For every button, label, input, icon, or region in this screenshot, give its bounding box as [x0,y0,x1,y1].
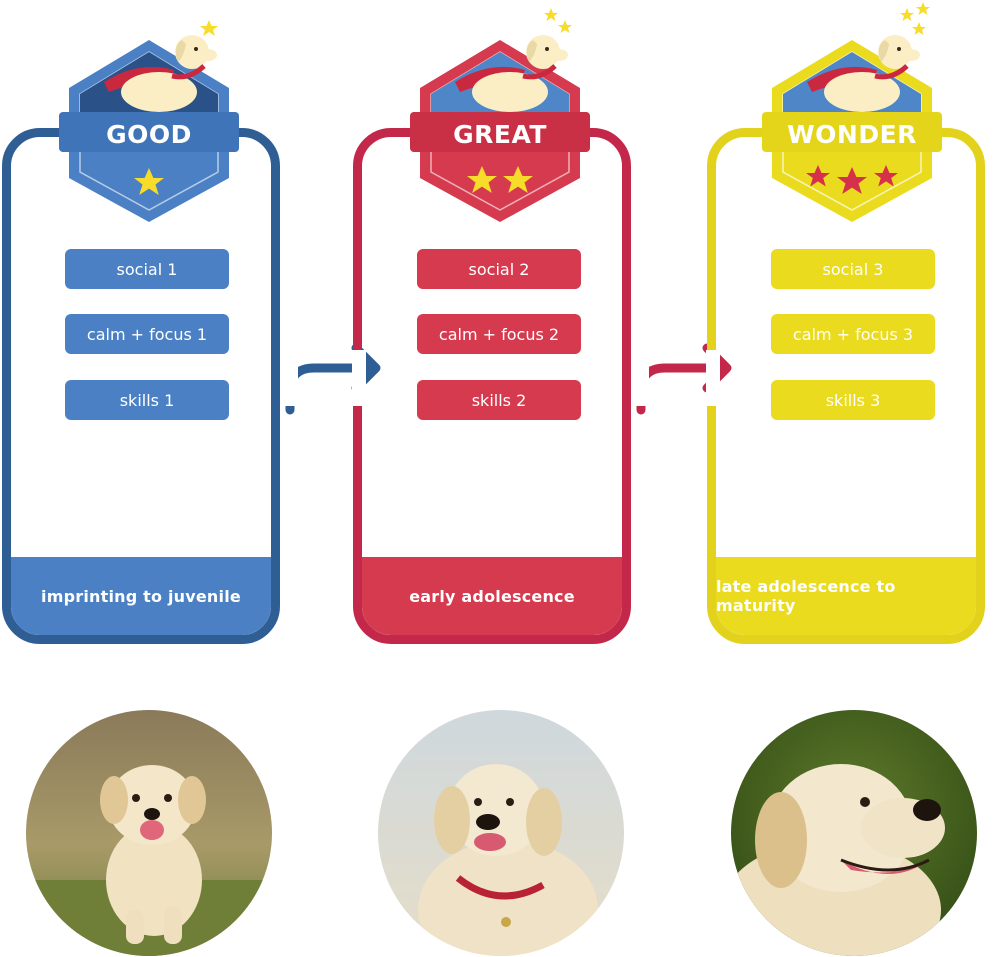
badge-title: WONDER [787,120,917,149]
border-gap [706,350,720,406]
adult-dog-photo [731,710,977,956]
skill-pill: social 2 [417,249,581,289]
badge-title: GOOD [106,120,192,149]
badge-great: GREAT [405,0,595,230]
star-icon [544,8,572,33]
skill-pill: skills 1 [65,380,229,420]
skill-pill: calm + focus 3 [771,314,935,354]
flying-dog-with-cape-icon [455,35,568,112]
badge-title: GREAT [453,120,547,149]
star-icon [467,166,533,193]
border-gap [635,350,649,406]
young-dog-photo [378,710,624,956]
star-icon [806,165,898,194]
skill-pill: calm + focus 2 [417,314,581,354]
border-gap [352,350,366,406]
skill-pill: skills 2 [417,380,581,420]
skill-pill: skills 3 [771,380,935,420]
puppy-photo [26,710,272,956]
star-icon [134,168,164,195]
border-gap [284,350,298,406]
stage-period-label: imprinting to juvenile [11,557,271,635]
star-icon [200,20,218,36]
flying-dog-with-cape-icon [104,35,217,112]
stage-period-label: late adolescence to maturity [716,557,976,635]
skill-pill: social 3 [771,249,935,289]
stage-period-label: early adolescence [362,557,622,635]
skill-pill: social 1 [65,249,229,289]
star-icon [900,2,930,35]
skill-pill: calm + focus 1 [65,314,229,354]
badge-wonder: WONDER [757,0,947,230]
badge-good: GOOD [54,0,244,230]
flying-dog-with-cape-icon [807,35,920,112]
